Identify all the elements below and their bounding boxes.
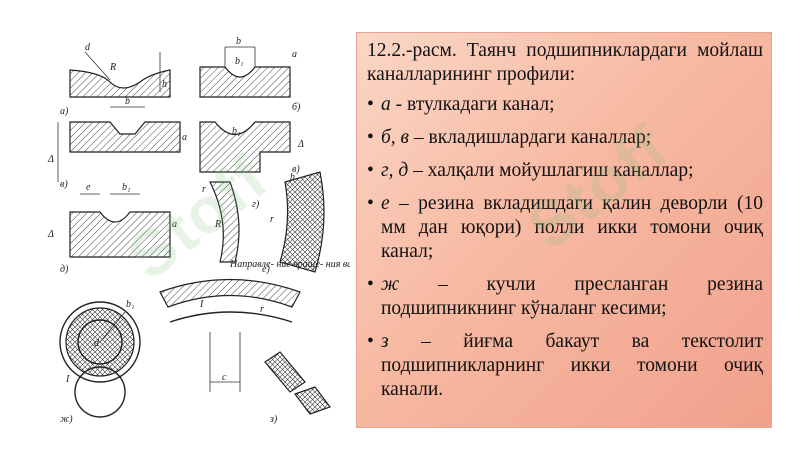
item-text: – вкладишлардаги каналлар; — [409, 127, 652, 148]
label-r-e: r — [270, 214, 274, 225]
item-text: втулкадаги канал; — [402, 94, 555, 115]
label-zh: ж) — [60, 414, 73, 425]
label-d: d — [85, 42, 91, 53]
label-b: б) — [292, 102, 301, 113]
list-item: б, в – вкладишлардаги каналлар; — [367, 126, 763, 150]
list-item: а - втулкадаги канал; — [367, 93, 763, 117]
label-R-g: R — [214, 219, 221, 230]
profile-v: b a Δ в) — [47, 96, 187, 190]
label-h-e: h — [290, 172, 295, 183]
item-label: а - — [381, 94, 403, 115]
profile-g: r R Направле- ние враще- ния вала е) — [202, 181, 350, 275]
label-v2: в) — [292, 164, 300, 175]
list-item: ж – кучли пресланган резина подшипникнин… — [367, 273, 763, 321]
profile-b: b b₁ a б) — [199, 36, 301, 113]
label-a-mid: a — [182, 132, 187, 143]
label-b-mid: b — [125, 96, 130, 107]
label-d-zh: d — [94, 338, 100, 349]
label-b1-mid: b₁ — [232, 126, 240, 137]
list-item: е – резина вкладишдаги қалин деворли (10… — [367, 192, 763, 264]
label-delta-v: Δ — [47, 154, 54, 165]
figure-caption: 12.2.-расм. Таянч подшипниклардаги мойла… — [367, 40, 763, 85]
figure-drawing: d R h а) b b₁ a б) b a Δ в) — [47, 36, 350, 425]
bearing-channel-figure: d R h а) b b₁ a б) b a Δ в) — [30, 22, 350, 427]
label-r-g: r — [202, 184, 206, 195]
label-roman-zh: I — [65, 374, 70, 385]
item-text: – резина вкладишдаги қалин деворли (10 м… — [381, 193, 763, 262]
label-b1-low: b₁ — [122, 182, 130, 193]
label-a-top: a — [292, 49, 297, 60]
label-b1-zh: b₁ — [126, 299, 134, 310]
label-a-low: a — [172, 219, 177, 230]
profile-e: h r г) — [252, 171, 325, 273]
label-a: а) — [60, 106, 69, 117]
label-b-top: b — [236, 36, 241, 47]
channel-list: а - втулкадаги канал; б, в – вкладишлард… — [367, 93, 763, 402]
label-R: R — [109, 62, 116, 73]
item-label: з — [381, 331, 389, 352]
profile-d: e b₁ a Δ д) — [47, 182, 177, 275]
item-label: г, д — [381, 160, 409, 181]
label-b1-top: b₁ — [235, 56, 243, 67]
label-delta-d: Δ — [47, 229, 54, 240]
item-text: – халқали мойушлагиш каналлар; — [408, 160, 694, 181]
caption-panel: 12.2.-расм. Таянч подшипниклардаги мойла… — [356, 32, 772, 428]
label-e: e — [86, 182, 91, 193]
label-r-z: r — [260, 304, 264, 315]
label-c: c — [222, 372, 227, 383]
item-text: – кучли пресланган резина подшипникнинг … — [381, 274, 763, 319]
profile-a: d R h а) — [60, 42, 171, 117]
label-roman-z: I — [199, 299, 204, 310]
label-d-profile: д) — [60, 264, 69, 275]
list-item: г, д – халқали мойушлагиш каналлар; — [367, 159, 763, 183]
list-item: з – йиғма бакаут ва текстолит подшипникл… — [367, 330, 763, 402]
label-e-profile: е) — [262, 264, 270, 275]
item-label: е — [381, 193, 390, 214]
label-delta-r: Δ — [297, 139, 304, 150]
label-g: г) — [252, 199, 260, 210]
label-h: h — [162, 79, 167, 90]
profile-zh: b₁ d I ж) — [59, 299, 141, 425]
profile-z: I r c з) — [159, 278, 331, 425]
profile-v2: b₁ Δ в) — [199, 121, 304, 175]
label-v: в) — [60, 179, 68, 190]
item-label: б, в — [381, 127, 410, 148]
item-label: ж — [381, 274, 400, 295]
label-z: з) — [269, 414, 278, 425]
item-text: – йиғма бакаут ва текстолит подшипниклар… — [381, 331, 763, 400]
